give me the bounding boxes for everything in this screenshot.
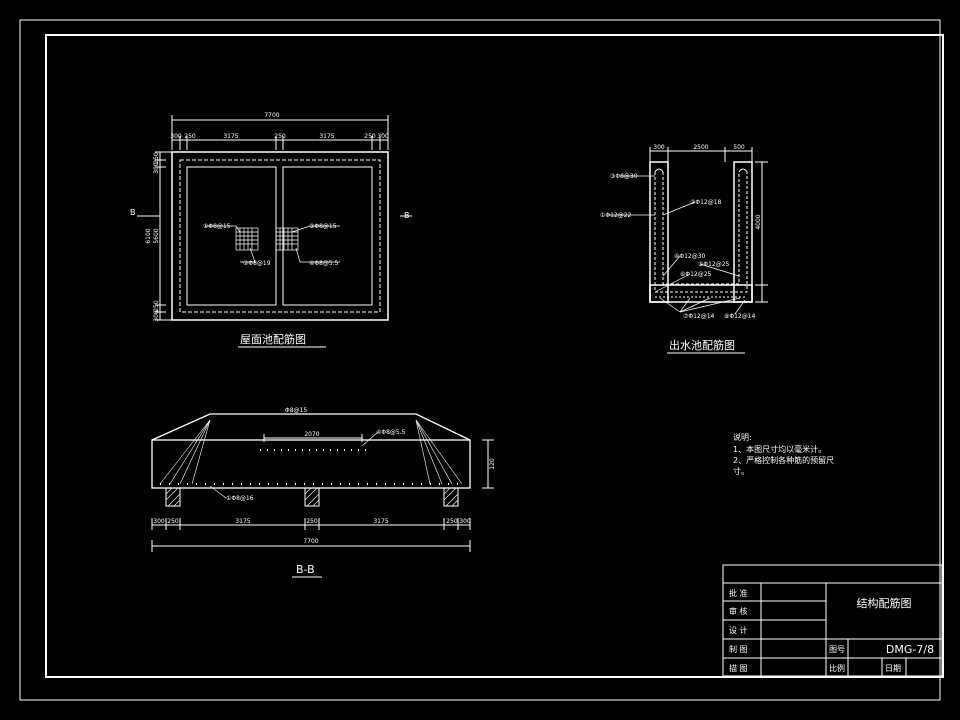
tb-date-label: 日期 <box>885 664 901 673</box>
tank-callout-b: ①Φ12@22 <box>600 212 632 219</box>
plan-side-dim-5: 250 <box>153 300 160 312</box>
section-top-bar: Φ8@15 <box>285 407 307 414</box>
section-dim-6: 250 <box>446 518 458 525</box>
plan-view <box>137 115 412 321</box>
plan-overall-dim: 7700 <box>264 112 279 119</box>
tank-callout-g: ⑦Φ12@14 <box>683 313 715 320</box>
plan-callout-1: ①Φ8@15 <box>203 223 231 230</box>
plan-dim-3: 3175 <box>223 133 238 140</box>
title-block <box>722 564 943 677</box>
plan-dim-6: 250 <box>364 133 376 140</box>
notes-line-2: 2、严格控制各种筋的预留尺 <box>733 455 834 465</box>
section-callout-bottom: ①Φ8@16 <box>226 495 254 502</box>
section-mark-left: B <box>130 208 136 217</box>
section-dim-7: 300 <box>459 518 471 525</box>
section-callout-top: ④Φ8@5.5 <box>376 429 406 436</box>
tank-callout-f: ⑥Φ12@25 <box>680 271 712 278</box>
section-dim-5: 3175 <box>373 518 388 525</box>
plan-dim-4: 250 <box>274 133 286 140</box>
plan-dim-5: 3175 <box>319 133 334 140</box>
plan-side-dim-3: 6100 <box>145 228 152 243</box>
outlet-tank-title: 出水池配筋图 <box>669 338 735 352</box>
notes-line-1: 1、本图尺寸均以毫米计。 <box>733 444 826 454</box>
plan-mesh-right <box>275 227 299 251</box>
plan-dim-2: 250 <box>184 133 196 140</box>
tb-row-review: 审 核 <box>729 606 748 616</box>
outlet-tank-section <box>649 147 768 303</box>
tb-row-trace: 描 图 <box>729 663 748 673</box>
notes-heading: 说明: <box>733 432 752 442</box>
plan-leaders <box>205 225 340 263</box>
section-leaders <box>159 419 463 499</box>
section-dim-4: 250 <box>306 518 318 525</box>
section-dim-2: 250 <box>167 518 179 525</box>
tb-row-draft: 制 图 <box>729 644 748 654</box>
plan-dim-1: 300 <box>170 133 182 140</box>
section-height-dim: 120 <box>489 458 496 470</box>
section-top-dim: 2070 <box>304 431 319 438</box>
tb-drawing-no: DMG-7/8 <box>886 643 934 656</box>
section-mark-right: B <box>404 211 410 220</box>
plan-side-dim-2: 300 <box>153 162 160 174</box>
plan-view-title: 屋面池配筋图 <box>240 332 306 346</box>
tb-row-design: 设 计 <box>729 625 748 635</box>
tank-side-dim: 4000 <box>755 214 762 229</box>
tb-drawing-no-label: 图号 <box>829 645 845 654</box>
section-hatch <box>165 487 459 507</box>
section-title: B-B <box>296 563 315 576</box>
tb-row-approve: 批 准 <box>729 588 748 598</box>
tank-top-dim-3: 500 <box>733 144 745 151</box>
section-overall-dim: 7700 <box>303 538 318 545</box>
tank-callout-c: ②Φ12@18 <box>690 199 722 206</box>
notes-line-3: 寸。 <box>733 466 749 476</box>
tank-callout-d: ④Φ12@30 <box>674 253 706 260</box>
plan-callout-4: ④Φ8@5.5 <box>309 260 339 267</box>
tank-top-dim-2: 2500 <box>693 144 708 151</box>
tank-callout-a: ③Φ8@30 <box>610 173 638 180</box>
outer-border <box>19 19 941 701</box>
section-dim-1: 300 <box>153 518 165 525</box>
section-dim-3: 3175 <box>235 518 250 525</box>
outlet-leaders <box>608 175 746 315</box>
plan-callout-2: ②Φ8@19 <box>243 260 271 267</box>
tb-drawing-title: 结构配筋图 <box>857 596 912 610</box>
inner-border <box>45 34 944 678</box>
plan-dim-7: 300 <box>377 133 389 140</box>
tank-callout-e: ⑤Φ12@25 <box>698 261 730 268</box>
plan-callout-3: ③Φ8@15 <box>309 223 337 230</box>
plan-side-dim-4: 5600 <box>153 228 160 243</box>
plan-side-dim-6: 300 <box>153 310 160 322</box>
plan-side-dim-1: 250 <box>153 152 160 164</box>
tank-top-dim-1: 300 <box>653 144 665 151</box>
tank-callout-h: ⑧Φ12@14 <box>724 313 756 320</box>
tb-scale-label: 比例 <box>829 663 845 673</box>
